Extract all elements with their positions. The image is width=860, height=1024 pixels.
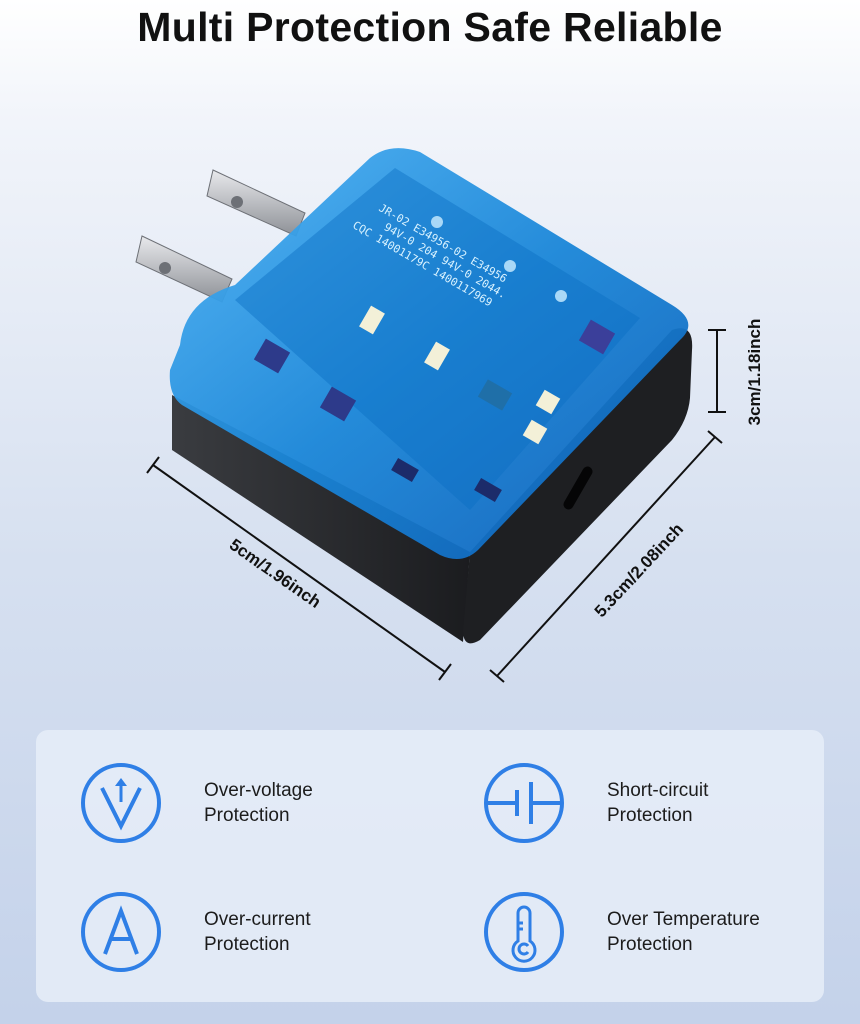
features-panel [36, 730, 824, 1002]
feature-subtitle: Protection [607, 934, 693, 955]
dimension-lines [146, 329, 726, 683]
feature-title: Over-current [204, 909, 311, 930]
capacitor-icon [484, 763, 564, 843]
feature-subtitle: Protection [607, 805, 693, 826]
length-label: 5cm/1.96inch [226, 535, 324, 612]
feature-title: Over Temperature [607, 909, 760, 930]
width-label: 5.3cm/2.08inch [591, 520, 687, 621]
charger-illustration: JR-02 E34956-02 E34956 94V-0 204 94V-0 2… [135, 148, 764, 683]
feature-subtitle: Protection [204, 934, 290, 955]
height-label: 3cm/1.18inch [745, 319, 764, 426]
charger-shell [169, 148, 689, 559]
pcb-components [253, 216, 616, 503]
voltage-arrow-icon [81, 763, 161, 843]
ampere-icon [81, 892, 161, 972]
page-title: Multi Protection Safe Reliable [137, 4, 723, 50]
feature-subtitle: Protection [204, 805, 290, 826]
feature-title: Short-circuit [607, 780, 709, 801]
feature-title: Over-voltage [204, 780, 313, 801]
charger-side [172, 395, 470, 642]
usb-c-port [563, 466, 593, 510]
thermometer-icon [484, 892, 564, 972]
